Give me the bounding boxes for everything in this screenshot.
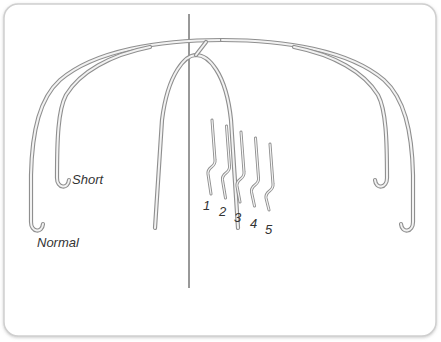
wire (155, 55, 238, 228)
stop-core (222, 126, 229, 198)
wire-core (196, 42, 206, 55)
wire-edge (222, 40, 413, 231)
wire-edge (155, 55, 238, 228)
wire-edge (294, 47, 387, 187)
wire (57, 47, 150, 187)
stop-position (251, 138, 258, 206)
stop-position (222, 126, 229, 198)
stop-core (208, 120, 215, 194)
wire-core (155, 55, 238, 228)
wire (31, 40, 222, 231)
wire-core (31, 40, 222, 231)
stop-position (208, 120, 215, 194)
part-label: Normal (37, 236, 79, 249)
wire-edge (196, 42, 206, 55)
stop-core (237, 132, 244, 202)
stop-core (251, 138, 258, 206)
wire-core (294, 47, 387, 187)
wire-core (57, 47, 150, 187)
wire-core (222, 40, 413, 231)
callout-number: 5 (265, 223, 272, 236)
wire-edge (57, 47, 150, 187)
wire (222, 40, 413, 231)
card (4, 4, 436, 336)
callout-number: 2 (219, 205, 226, 218)
stop-position (237, 132, 244, 202)
callout-number: 3 (234, 211, 241, 224)
callout-number: 4 (250, 217, 257, 230)
wire (196, 42, 206, 55)
wire (294, 47, 387, 187)
stop-core (266, 144, 273, 210)
stop-position (266, 144, 273, 210)
wire-edge (31, 40, 222, 231)
part-label: Short (72, 173, 103, 186)
callout-number: 1 (203, 199, 210, 212)
